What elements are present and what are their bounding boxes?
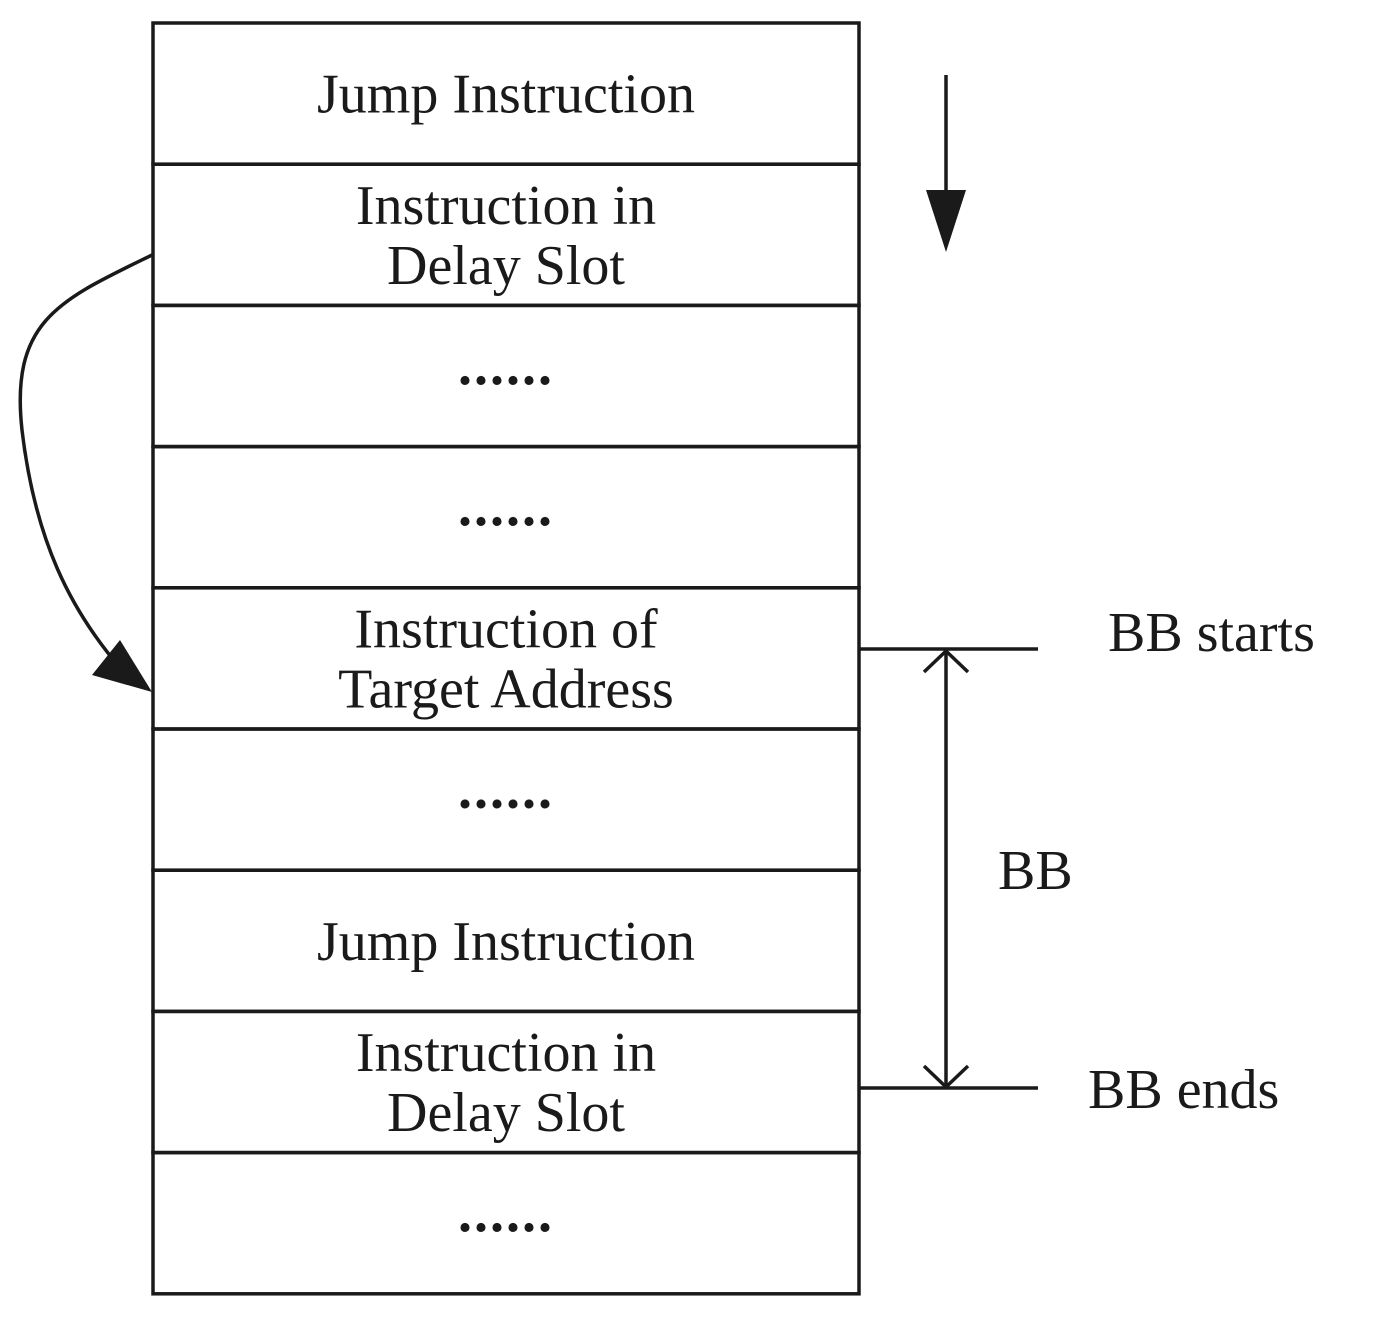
instruction-label: Jump Instruction — [317, 911, 695, 973]
instruction-label: Jump Instruction — [317, 64, 695, 126]
bb-top-arrowhead-icon — [922, 648, 970, 674]
instruction-label: Target Address — [338, 658, 674, 720]
bb-range-indicator — [859, 647, 1038, 1090]
ellipsis-text: ...... — [458, 759, 554, 821]
instruction-row-9 — [151, 1150, 861, 1296]
instruction-label: Instruction of — [354, 598, 658, 660]
instruction-label: Instruction in — [356, 175, 656, 237]
jump-target-arrow — [18, 253, 153, 692]
execution-direction-arrow-icon — [926, 75, 966, 252]
instruction-label: Instruction in — [356, 1022, 656, 1084]
instruction-label: Delay Slot — [387, 1082, 625, 1144]
ellipsis-text: ...... — [458, 335, 554, 397]
jump-target-arrowhead-icon — [92, 640, 152, 692]
ellipsis-text: ...... — [458, 1182, 554, 1244]
bb-starts-label: BB starts — [1108, 602, 1315, 664]
instruction-label: Delay Slot — [387, 235, 625, 297]
bb-label: BB — [998, 840, 1073, 902]
bb-bottom-arrowhead-icon — [922, 1064, 970, 1090]
bb-ends-label: BB ends — [1088, 1059, 1279, 1121]
ellipsis-text: ...... — [458, 476, 554, 538]
